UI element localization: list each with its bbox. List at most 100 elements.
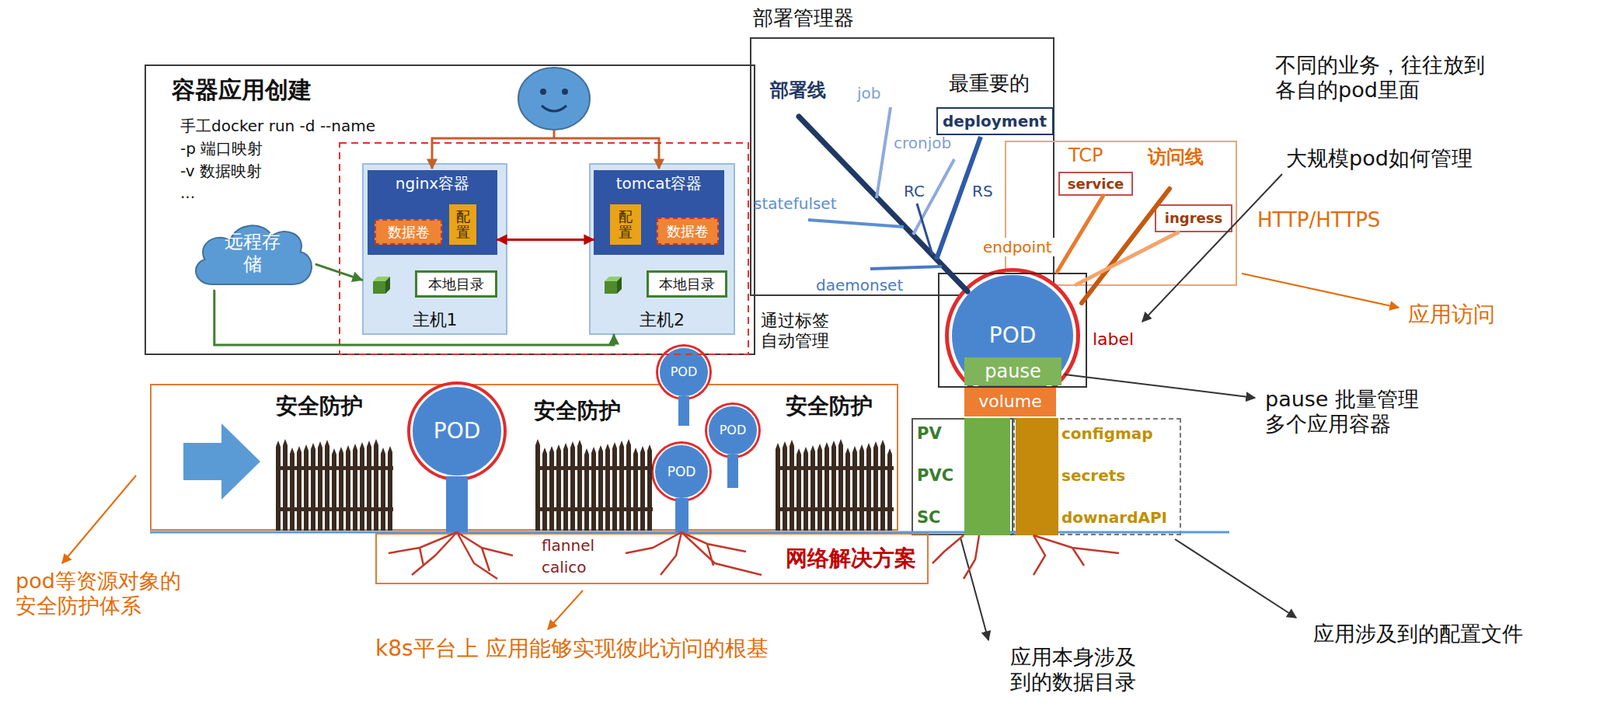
- text-holder: daemonset: [815, 275, 903, 295]
- node-text: deployment: [942, 111, 1047, 131]
- fence-stake: [605, 443, 611, 531]
- node-text: POD: [719, 422, 747, 438]
- node-text: 安全防护: [275, 393, 363, 420]
- root-line: [1072, 547, 1085, 566]
- fence-stake: [803, 446, 809, 531]
- config-tag: 配置: [449, 204, 477, 245]
- fence-stake: [563, 442, 569, 531]
- text-holder: 安全防护: [533, 397, 621, 425]
- node-text: POD: [670, 364, 698, 380]
- fence-stake: [310, 442, 316, 531]
- text-holder: label: [1092, 329, 1134, 350]
- fence-stake: [782, 441, 788, 531]
- text-holder: 部署线: [770, 79, 827, 102]
- leader-arrow: [960, 537, 989, 641]
- pod-stem: [446, 476, 468, 533]
- fence-stake: [859, 444, 865, 531]
- annotation-text: 部署线: [770, 79, 827, 102]
- node-text: configmap: [1061, 424, 1154, 443]
- fence-stake: [873, 441, 879, 531]
- local-dir-box: 本地目录: [414, 270, 498, 298]
- config-box: configmapsecretsdownardAPI: [1013, 418, 1182, 536]
- fence-stake: [838, 439, 844, 531]
- person-eye: [561, 88, 569, 95]
- fence-stake: [331, 448, 337, 531]
- fence-stake: [796, 448, 802, 531]
- fence-stake: [380, 447, 386, 531]
- text-holder: job: [857, 83, 882, 103]
- text-holder: 应用访问: [1408, 301, 1496, 328]
- root-line: [388, 532, 457, 554]
- host-box: 主机1nginx容器数据卷配置本地目录: [362, 163, 508, 335]
- annotation-text: cronjob: [893, 133, 952, 153]
- leader-arrow: [1064, 374, 1255, 398]
- node-text: 配置: [456, 209, 471, 241]
- node-text: ...: [180, 183, 196, 203]
- node-text: PV: [916, 424, 942, 444]
- ingress-box: ingress: [1154, 204, 1233, 233]
- text-holder: RC: [903, 181, 925, 201]
- container-box: tomcat容器配置数据卷: [593, 170, 725, 255]
- annotation-text: k8s平台上 应用能够实现彼此访问的根基: [375, 635, 769, 663]
- text-holder: TCP: [1068, 144, 1103, 168]
- fence-stake: [612, 442, 617, 531]
- node-text: 本地目录: [428, 275, 485, 293]
- node-text: volume: [978, 391, 1043, 412]
- text-holder: 大规模pod如何管理: [1286, 146, 1473, 171]
- node-text: PVC: [916, 466, 954, 486]
- fence-stake: [577, 439, 583, 531]
- fence-stake: [789, 439, 795, 531]
- root-line: [707, 543, 714, 566]
- fence-stake: [866, 442, 872, 531]
- fence-stake: [633, 447, 638, 531]
- root-line: [932, 535, 964, 564]
- connector: [497, 238, 594, 241]
- fence-stake: [852, 446, 858, 531]
- fence-stake: [647, 444, 652, 531]
- fence-stake: [338, 446, 344, 531]
- fence-stake: [775, 442, 781, 531]
- text-holder: HTTP/HTTPS: [1257, 208, 1381, 233]
- person-icon: [518, 67, 590, 130]
- storage-cloud: 远程存储: [188, 216, 317, 291]
- group-dashed-box: [339, 142, 749, 355]
- annotation-text: 最重要的: [948, 71, 1030, 96]
- volume-bar: [964, 418, 1011, 536]
- text-holder: -p 端口映射: [180, 139, 263, 158]
- text-holder: statefulset: [753, 194, 837, 213]
- text-holder: 不同的业务，往往放到各自的pod里面: [1275, 52, 1497, 104]
- volume-bar-label: volume: [964, 387, 1057, 417]
- leader-arrow: [1142, 174, 1283, 322]
- fence-stake: [556, 444, 562, 531]
- text-holder: calico: [541, 557, 587, 577]
- root-line: [456, 532, 498, 579]
- text-holder: SC: [916, 508, 942, 528]
- node-text: tomcat容器: [616, 174, 703, 193]
- fence-stake: [810, 445, 816, 531]
- fence-stake: [296, 446, 302, 531]
- fence-rail: [275, 466, 394, 471]
- fence-stake: [542, 447, 548, 531]
- node-text: 主机1: [412, 310, 458, 331]
- node-text: POD: [989, 322, 1036, 349]
- node-text: ingress: [1164, 209, 1223, 227]
- node-text: -p 端口映射: [180, 139, 263, 158]
- node-text: 配置: [618, 209, 633, 241]
- text-holder: 应用涉及到的配置文件: [1313, 621, 1524, 647]
- fence-stake: [345, 445, 351, 531]
- leader-arrow: [547, 590, 583, 630]
- network-band: flannelcalico网络解决方案: [375, 533, 929, 585]
- annotation-text: 应用访问: [1408, 301, 1496, 328]
- connector: [1076, 232, 1179, 285]
- annotation-text: endpoint: [980, 237, 1055, 257]
- fence-stake: [584, 448, 590, 531]
- text-holder: PV: [916, 424, 942, 444]
- cloud-outline: [195, 225, 312, 285]
- fence-stake: [640, 446, 645, 531]
- annotation-text: HTTP/HTTPS: [1257, 208, 1381, 233]
- fence-stake: [359, 442, 365, 531]
- node-text: 手工docker run -d --name: [180, 116, 376, 136]
- text-holder: 部署管理器: [752, 6, 855, 31]
- pod-circle: POD: [410, 384, 504, 478]
